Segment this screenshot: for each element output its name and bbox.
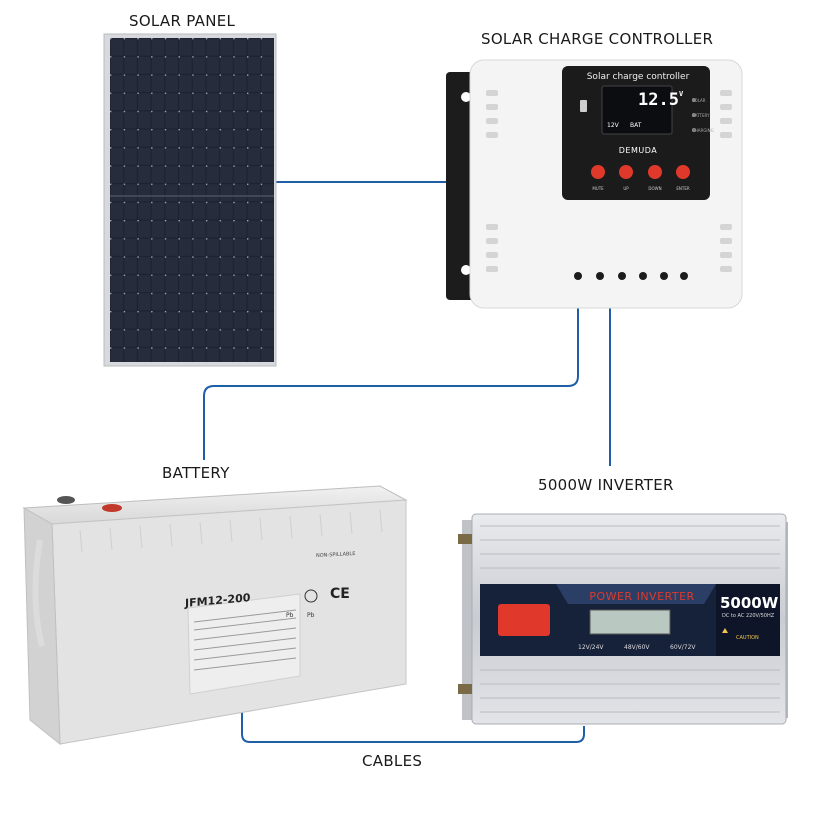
- controller-system-voltage: 12V: [607, 122, 619, 129]
- controller-indicator-label: CHARGING: [692, 128, 714, 133]
- wires: [203, 181, 611, 743]
- solar-panel: [103, 33, 277, 367]
- battery-ce-mark: CE: [330, 586, 350, 602]
- wire-battery-inverter: [241, 685, 585, 743]
- controller-indicator-label: SOLAR: [692, 98, 706, 103]
- inverter-title: POWER INVERTER: [589, 590, 695, 603]
- charge-controller: [446, 59, 743, 309]
- wire-controller-battery: [203, 308, 579, 460]
- controller-button-label: UP: [623, 186, 629, 191]
- battery-pb-mark: Pb: [286, 612, 294, 619]
- controller-battery-text: BAT: [630, 122, 642, 129]
- controller-button-label: ENTER: [676, 186, 690, 191]
- controller-screen-title: Solar charge controller: [586, 72, 690, 82]
- inverter-unit: [458, 513, 788, 725]
- controller-button-label: DOWN: [648, 186, 662, 191]
- controller-indicator-label: BATTERY: [692, 113, 710, 118]
- controller-brand: DEMUDA: [618, 146, 658, 155]
- inverter-voltage-option: 60V/72V: [670, 644, 696, 651]
- inverter-power: 5000W: [720, 594, 779, 612]
- label-inverter: 5000W INVERTER: [538, 476, 674, 494]
- label-charge-controller: SOLAR CHARGE CONTROLLER: [481, 30, 714, 48]
- controller-button-label: MUTE: [592, 186, 604, 191]
- inverter-voltage-option: 48V/60V: [624, 644, 650, 651]
- label-battery: BATTERY: [162, 464, 230, 482]
- controller-voltage: 12.5V: [638, 90, 684, 110]
- label-cables: CABLES: [362, 752, 423, 770]
- inverter-voltage-option: 12V/24V: [578, 644, 604, 651]
- inverter-spec: DC to AC 220V/50HZ: [722, 613, 775, 619]
- inverter-caution: CAUTION: [736, 635, 759, 641]
- battery-pb-mark: Pb: [307, 612, 315, 619]
- label-solar-panel: SOLAR PANEL: [129, 12, 236, 30]
- battery-unit: [22, 485, 408, 746]
